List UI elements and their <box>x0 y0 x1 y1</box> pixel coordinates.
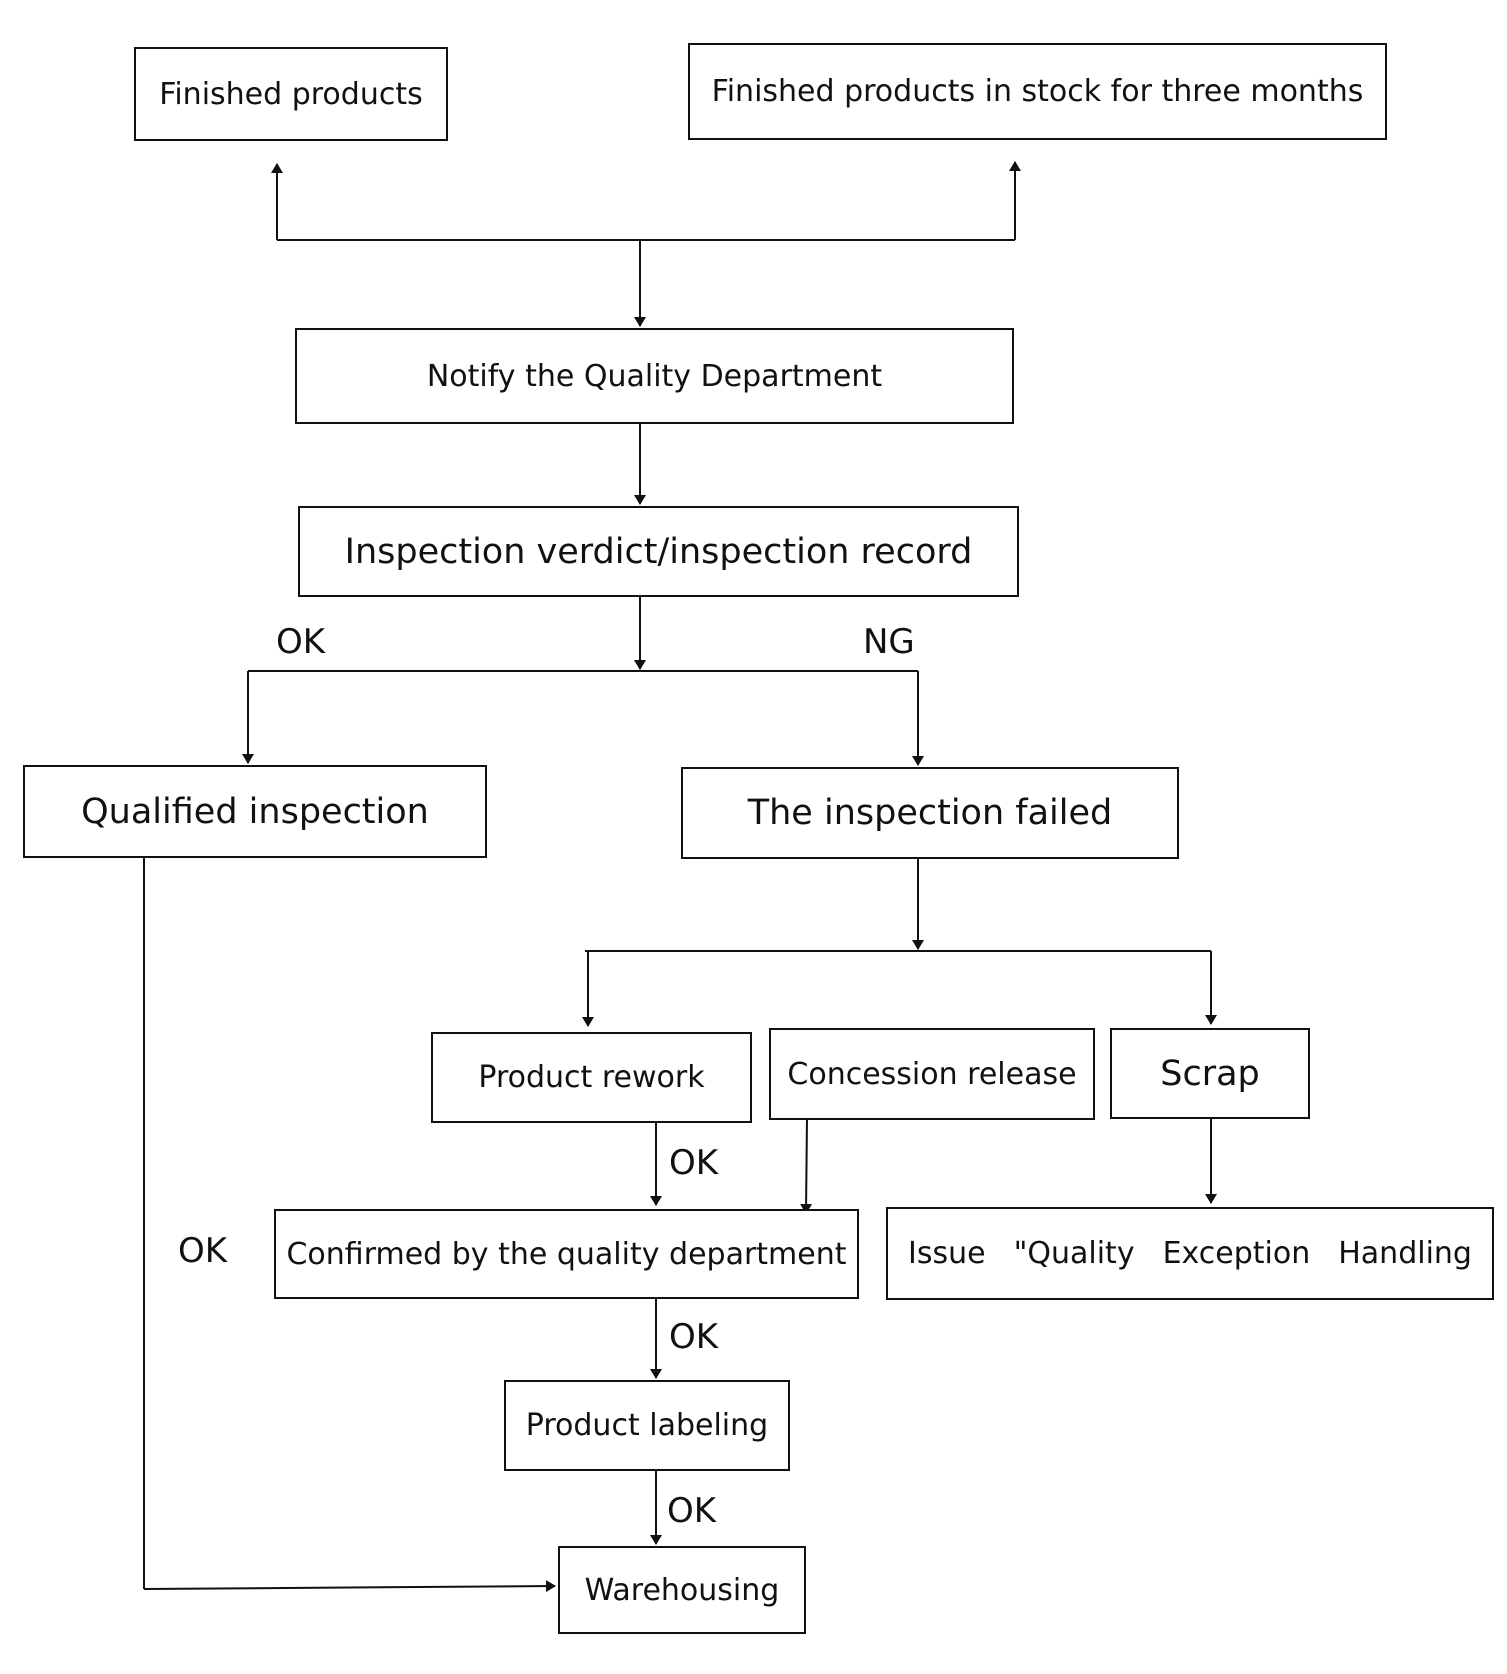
edge-label-ok-rework: OK <box>669 1143 719 1183</box>
node-confirmed-quality-dept: Confirmed by the quality department <box>274 1209 859 1299</box>
node-warehousing-label: Warehousing <box>584 1572 780 1608</box>
node-labeling-label: Product labeling <box>525 1408 769 1443</box>
node-confirmed-label: Confirmed by the quality department <box>286 1236 847 1272</box>
node-inspection-failed: The inspection failed <box>681 767 1179 859</box>
node-failed-label: The inspection failed <box>747 793 1113 833</box>
node-product-labeling: Product labeling <box>504 1380 790 1471</box>
issue-word: Exception <box>1162 1236 1311 1271</box>
node-finished-stock-three-months: Finished products in stock for three mon… <box>688 43 1387 140</box>
node-scrap-label: Scrap <box>1160 1053 1260 1094</box>
node-notify-label: Notify the Quality Department <box>426 358 883 394</box>
issue-word: "Quality <box>1013 1236 1135 1271</box>
edge-qualified-to-warehousing <box>143 1580 556 1593</box>
node-scrap: Scrap <box>1110 1028 1310 1119</box>
node-concession-label: Concession release <box>787 1056 1077 1092</box>
node-finished-stock-label: Finished products in stock for three mon… <box>711 74 1364 109</box>
edge-label-ok-labeling: OK <box>667 1491 717 1531</box>
issue-word: Issue <box>908 1236 986 1271</box>
node-notify-quality-dept: Notify the Quality Department <box>295 328 1014 424</box>
edge-label-ok: OK <box>276 622 326 662</box>
node-inspection-verdict: Inspection verdict/inspection record <box>298 506 1019 597</box>
node-qualified-label: Qualified inspection <box>81 791 429 832</box>
edge-concession-to-confirmed <box>800 1117 813 1214</box>
edge-label-ok-confirmed: OK <box>669 1317 719 1357</box>
node-finished-products: Finished products <box>134 47 448 141</box>
node-issue-quality-exception: Issue "Quality Exception Handling <box>886 1207 1494 1300</box>
node-inspection-verdict-label: Inspection verdict/inspection record <box>344 531 973 572</box>
node-product-rework: Product rework <box>431 1032 752 1123</box>
node-rework-label: Product rework <box>478 1060 705 1095</box>
issue-word: Handling <box>1338 1236 1472 1271</box>
node-finished-products-label: Finished products <box>159 76 423 112</box>
node-warehousing: Warehousing <box>558 1546 806 1634</box>
edge-label-ng: NG <box>863 622 915 662</box>
node-concession-release: Concession release <box>769 1028 1095 1120</box>
node-qualified-inspection: Qualified inspection <box>23 765 487 858</box>
edge-label-ok-qualified: OK <box>178 1231 228 1271</box>
